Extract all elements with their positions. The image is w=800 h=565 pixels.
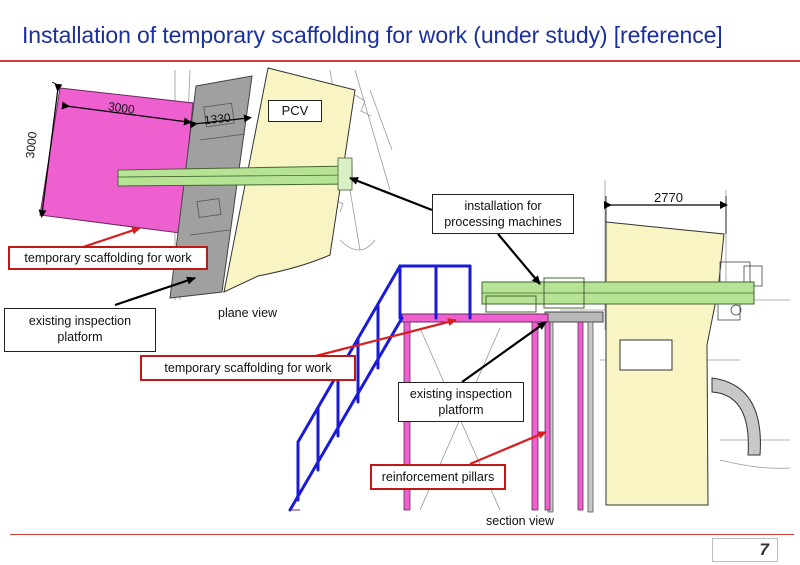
callout-existing-platform-section-line2: platform [438, 403, 484, 417]
plane-existing-platform [169, 75, 253, 299]
arrow-plane-platform [114, 276, 196, 307]
callout-existing-platform-plane-line1: existing inspection [28, 314, 132, 328]
section-pcv-opening [619, 339, 673, 371]
plane-dim-line-width [61, 101, 192, 126]
section-reinforcement-pillar-2 [577, 321, 584, 511]
plane-dim-height-label: 3000 [22, 130, 40, 160]
section-pillar-2 [531, 321, 539, 511]
title-divider [0, 60, 800, 62]
arrow-installation-to-section [497, 233, 541, 285]
plane-dim-line-platform [189, 114, 252, 129]
plane-dim-platform-label: 1330 [203, 110, 232, 128]
pcv-label: PCV [268, 100, 322, 122]
section-reinforcement-pillar-1 [544, 321, 551, 511]
callout-existing-platform-plane-line2: platform [57, 330, 103, 344]
arrow-section-scaffold [299, 318, 457, 362]
callout-installation-processing-machines: installation for processing machines [432, 194, 574, 234]
arrow-section-platform [461, 321, 547, 383]
callout-temporary-scaffolding-plane-text: temporary scaffolding for work [24, 251, 192, 265]
arrow-installation-to-plane [349, 176, 433, 212]
slide-title: Installation of temporary scaffolding fo… [22, 22, 723, 48]
callout-arrows [79, 176, 547, 466]
callout-reinforcement-pillars: reinforcement pillars [370, 464, 506, 490]
callout-reinforcement-pillars-text: reinforcement pillars [381, 470, 495, 484]
callout-installation-line1: installation for [464, 199, 542, 213]
page-number-box: 7 [712, 538, 778, 562]
callout-temporary-scaffolding-section-text: temporary scaffolding for work [164, 361, 332, 375]
footer-divider [10, 534, 794, 535]
callout-installation-line2: processing machines [444, 215, 562, 229]
arrow-plane-scaffold [79, 226, 141, 250]
plane-dim-line-height [38, 83, 63, 218]
callout-existing-platform-plane: existing inspection platform [4, 308, 156, 352]
section-right-pipe [711, 377, 761, 456]
callout-existing-platform-section: existing inspection platform [398, 382, 524, 422]
callout-temporary-scaffolding-plane: temporary scaffolding for work [8, 246, 208, 270]
callout-temporary-scaffolding-section: temporary scaffolding for work [140, 355, 356, 381]
arrow-reinforcement [469, 430, 547, 466]
callout-existing-platform-section-line1: existing inspection [409, 387, 513, 401]
section-temporary-scaffolding [401, 313, 549, 323]
section-dim-label: 2770 [654, 190, 683, 205]
section-blue-stairs [288, 264, 472, 512]
plane-view-caption: plane view [218, 306, 278, 320]
section-existing-platform [544, 311, 604, 323]
page-number: 7 [759, 540, 769, 559]
plane-view-drawing [38, 67, 393, 301]
section-view-caption: section view [486, 514, 555, 528]
